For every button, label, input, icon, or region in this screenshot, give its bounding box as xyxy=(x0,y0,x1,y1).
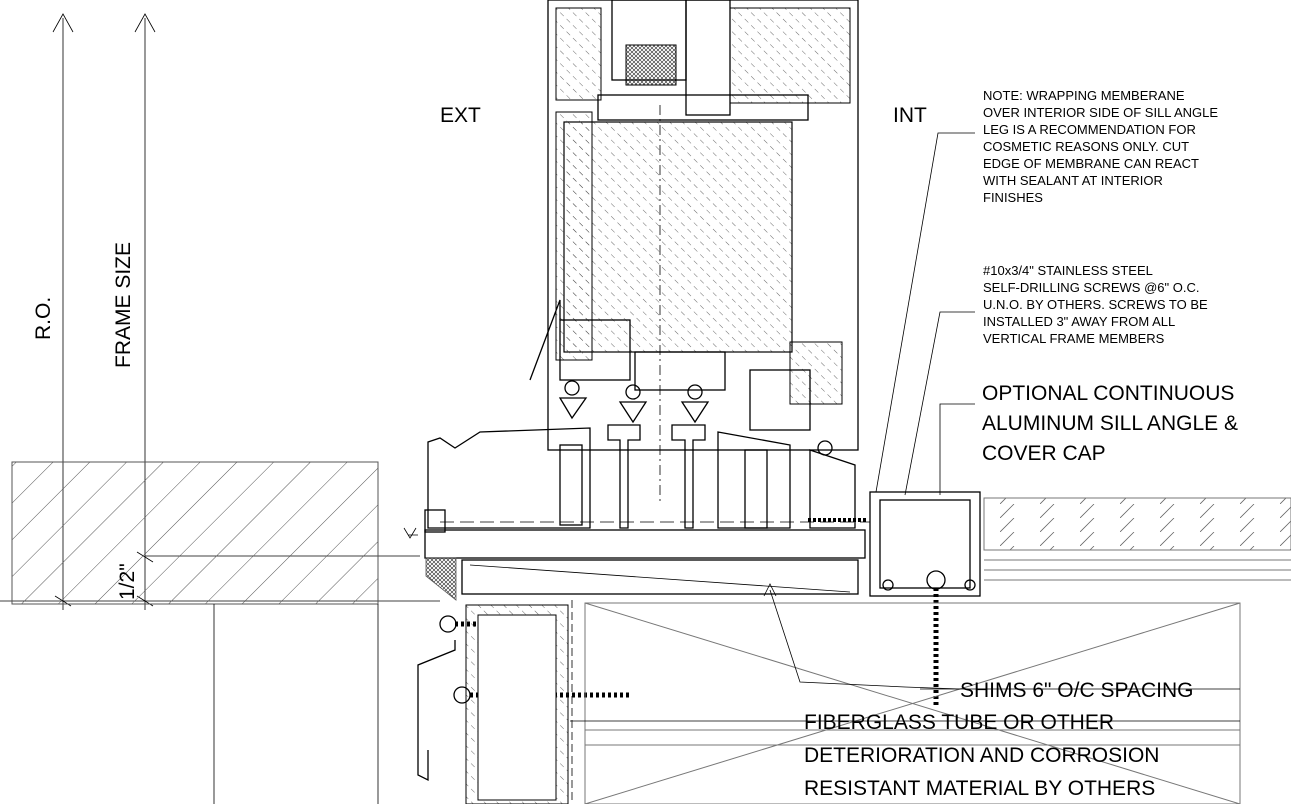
membrane-note-line: NOTE: WRAPPING MEMBERANE xyxy=(983,88,1185,103)
screws-note-line: INSTALLED 3" AWAY FROM ALL xyxy=(983,314,1175,329)
sill-angle-note: OPTIONAL CONTINUOUS ALUMINUM SILL ANGLE … xyxy=(982,382,1238,465)
ro-label: R.O. xyxy=(32,297,55,340)
membrane-note-line: EDGE OF MEMBRANE CAN REACT xyxy=(983,156,1199,171)
fiberglass-note: FIBERGLASS TUBE OR OTHER DETERIORATION A… xyxy=(804,711,1159,800)
sill-frame-profile xyxy=(403,424,870,601)
fiberglass-note-line: FIBERGLASS TUBE OR OTHER xyxy=(804,711,1114,734)
ext-label: EXT xyxy=(440,104,481,127)
screws-note-line: #10x3/4" STAINLESS STEEL xyxy=(983,263,1153,278)
screws-note-line: U.N.O. BY OTHERS. SCREWS TO BE xyxy=(983,297,1208,312)
wall-section-hatch xyxy=(11,461,379,605)
membrane-note: NOTE: WRAPPING MEMBERANE OVER INTERIOR S… xyxy=(983,88,1218,205)
fiberglass-note-line: RESISTANT MATERIAL BY OTHERS xyxy=(804,777,1155,800)
membrane-note-line: FINISHES xyxy=(983,190,1043,205)
frame-size-label: FRAME SIZE xyxy=(112,242,135,368)
screws-note-line: SELF-DRILLING SCREWS @6" O.C. xyxy=(983,280,1199,295)
sill-angle-cover-cap xyxy=(869,491,981,597)
membrane-note-line: WITH SEALANT AT INTERIOR xyxy=(983,173,1163,188)
fiberglass-note-line: DETERIORATION AND CORROSION xyxy=(804,744,1159,767)
half-inch-label: 1/2" xyxy=(116,563,139,600)
membrane-note-line: LEG IS A RECOMMENDATION FOR xyxy=(983,122,1196,137)
screws-note-line: VERTICAL FRAME MEMBERS xyxy=(983,331,1165,346)
leader-lines xyxy=(570,132,1240,722)
membrane-note-line: OVER INTERIOR SIDE OF SILL ANGLE xyxy=(983,105,1218,120)
interior-framing xyxy=(584,497,1291,804)
fiberglass-tube xyxy=(417,600,573,804)
window-sash-profile xyxy=(529,0,859,505)
shim xyxy=(461,559,859,595)
shims-note: SHIMS 6" O/C SPACING xyxy=(960,679,1193,702)
sill-angle-note-line: OPTIONAL CONTINUOUS xyxy=(982,382,1234,405)
int-label: INT xyxy=(893,104,927,127)
sill-angle-note-line: ALUMINUM SILL ANGLE & xyxy=(982,412,1238,435)
membrane-note-line: COSMETIC REASONS ONLY. CUT xyxy=(983,139,1189,154)
screws-note: #10x3/4" STAINLESS STEEL SELF-DRILLING S… xyxy=(983,263,1208,346)
sill-angle-note-line: COVER CAP xyxy=(982,442,1106,465)
